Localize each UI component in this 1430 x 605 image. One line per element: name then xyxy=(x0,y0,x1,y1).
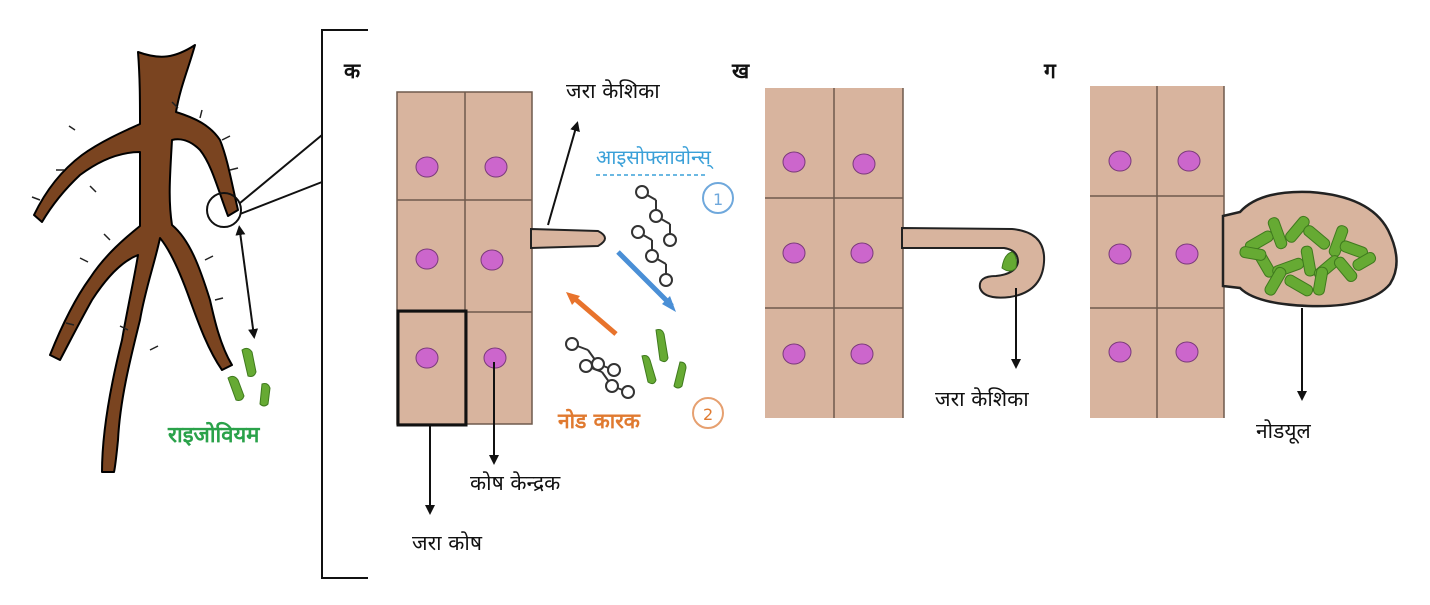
root-system xyxy=(31,44,239,473)
panel-kha-label: ख xyxy=(731,59,750,83)
root-cell-label: जरा कोष xyxy=(412,531,483,555)
magnify-circle xyxy=(206,192,242,228)
panel-bracket xyxy=(321,29,368,579)
cell-grid-b xyxy=(765,88,1046,418)
root-hair-curled xyxy=(901,226,1046,299)
root-hair-label-a: जरा केशिका xyxy=(566,79,660,103)
rhizobium-label: राइजोवियम xyxy=(167,421,260,448)
step-1-badge xyxy=(702,182,734,214)
panel-ga-label: ग xyxy=(1043,59,1057,83)
distance-arrow xyxy=(235,225,259,339)
root-hair-a xyxy=(530,227,606,250)
nuclei-a xyxy=(415,156,508,369)
bacteria-cluster xyxy=(1239,215,1377,297)
step-2-number: 2 xyxy=(703,405,713,424)
root-hairs xyxy=(31,101,239,351)
isoflavone-arrow xyxy=(616,250,674,308)
bacterium-icon xyxy=(641,329,687,389)
molecule-icon xyxy=(565,337,621,377)
step-1-number: 1 xyxy=(713,190,723,209)
nodule-label: नोडयूल xyxy=(1256,419,1312,444)
nuclei-b xyxy=(782,151,876,365)
step-2-badge xyxy=(692,397,724,429)
root-hair-label-b: जरा केशिका xyxy=(935,387,1029,411)
bacterium-icon xyxy=(227,347,271,407)
nod-factor-label: नोड कारक xyxy=(557,408,641,433)
bacterium-icon xyxy=(1001,251,1017,272)
nod-factor-arrow xyxy=(572,296,618,336)
cell-grid-c xyxy=(1090,86,1398,418)
panel-ka-label: क xyxy=(343,59,361,83)
root-shape xyxy=(33,44,239,473)
nuclei-c xyxy=(1108,150,1201,363)
molecule-icon xyxy=(579,359,635,399)
cell-nucleus-label: कोष केन्द्रक xyxy=(470,471,561,495)
cell-grid-a xyxy=(396,91,606,427)
highlighted-root-cell xyxy=(396,309,468,427)
isoflavones-label: आइसोफ्लावोन्स् xyxy=(596,145,714,170)
